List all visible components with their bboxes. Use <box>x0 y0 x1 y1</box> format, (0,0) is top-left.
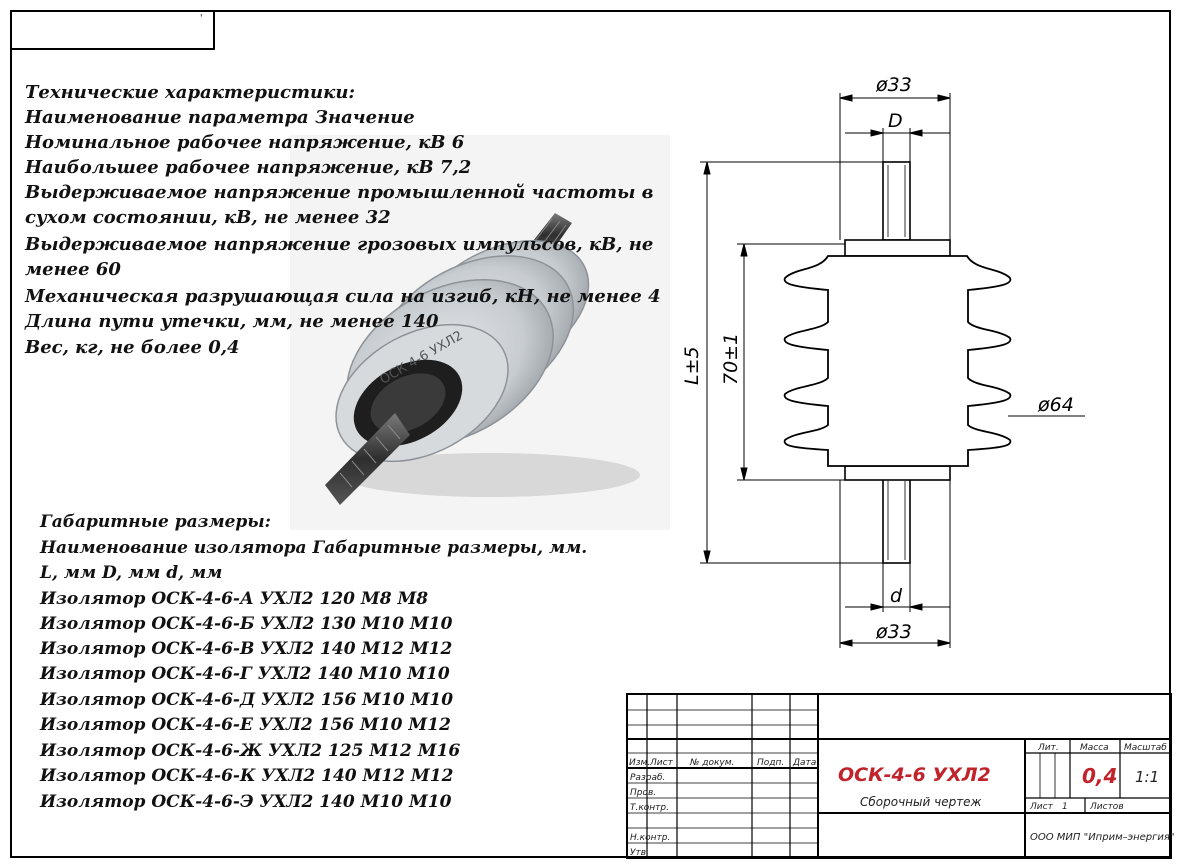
tb-sheet-number: 1 <box>1062 802 1068 812</box>
top-stud <box>882 161 911 241</box>
tb-col-date: Дата <box>792 758 816 768</box>
tb-row-utv: Утв. <box>630 848 649 858</box>
drawing-frame <box>10 10 1171 858</box>
dim-thread-top-label: D <box>888 110 903 132</box>
porcelain-sheds <box>335 239 590 463</box>
tb-organization: ООО МИП "Иприм–энергия" <box>1030 832 1175 843</box>
insulator-photo: ОСК 4-6 УХЛ2 <box>290 135 670 530</box>
dims-columns: L, мм D, мм d, мм <box>40 563 223 583</box>
tb-mass-header: Масса <box>1080 743 1109 753</box>
tb-scale-header: Масштаб <box>1124 743 1167 753</box>
tb-row-prov: Пров. <box>630 788 656 798</box>
dims-row: Изолятор ОСК-4-6-Ж УХЛ2 125 М12 М16 <box>40 741 461 761</box>
tb-sheet-label: Лист <box>1029 802 1054 812</box>
dims-row: Изолятор ОСК-4-6-Е УХЛ2 156 М10 М12 <box>40 715 451 735</box>
spec-line: сухом состоянии, кВ, не менее 32 <box>25 207 391 228</box>
title-block <box>626 693 1172 859</box>
spec-line: Вес, кг, не более 0,4 <box>25 337 240 358</box>
corner-stamp-mark: ' <box>200 14 203 24</box>
tb-designation: ОСК-4-6 УХЛ2 <box>838 764 991 786</box>
spec-line: менее 60 <box>25 259 121 280</box>
dims-row: Изолятор ОСК-4-6-В УХЛ2 140 М12 М12 <box>40 639 453 659</box>
spec-line: Номинальное рабочее напряжение, кВ 6 <box>25 132 465 153</box>
dims-row: Изолятор ОСК-4-6-Э УХЛ2 140 М10 М10 <box>40 792 452 812</box>
spec-line: Механическая разрушающая сила на изгиб, … <box>25 286 661 307</box>
corner-stamp-box: ' <box>10 10 215 50</box>
spec-line: Выдерживаемое напряжение грозовых импуль… <box>25 234 654 255</box>
tb-mass-value: 0,4 <box>1082 764 1117 788</box>
dim-bottom-diameter-label: ø33 <box>875 621 912 643</box>
dims-row: Изолятор ОСК-4-6-К УХЛ2 140 М12 М12 <box>40 766 454 786</box>
dims-heading: Габаритные размеры: <box>40 512 271 532</box>
bottom-stud <box>882 477 911 564</box>
tb-row-tkontr: Т.контр. <box>630 803 669 813</box>
tb-col-list: Лист <box>649 758 674 768</box>
top-cap <box>844 239 951 257</box>
photo-shadow <box>340 453 640 497</box>
tb-sheets-label: Листов <box>1089 802 1124 812</box>
dim-shed-diameter-label: ø64 <box>1037 394 1074 416</box>
spec-line: Выдерживаемое напряжение промышленной ча… <box>25 182 654 203</box>
bottom-threaded-rod <box>325 413 410 505</box>
tb-col-sign: Подп. <box>757 758 784 768</box>
tb-row-nkontr: Н.контр. <box>630 833 670 843</box>
dim-length-label: L±5 <box>681 346 703 385</box>
dim-top-diameter-label: ø33 <box>875 74 912 96</box>
specs-heading: Технические характеристики: <box>25 82 356 103</box>
dim-body-label: 70±1 <box>720 333 742 385</box>
dims-row: Изолятор ОСК-4-6-Б УХЛ2 130 М10 М10 <box>40 614 453 634</box>
insulator-body-outline <box>783 255 1012 467</box>
tb-col-izm: Изм. <box>629 758 650 768</box>
dims-table-header: Наименование изолятора Габаритные размер… <box>40 538 588 558</box>
tb-row-razrab: Разраб. <box>630 773 665 783</box>
dims-row: Изолятор ОСК-4-6-А УХЛ2 120 М8 М8 <box>40 589 429 609</box>
dims-row: Изолятор ОСК-4-6-Г УХЛ2 140 М10 М10 <box>40 664 450 684</box>
specs-table-header: Наименование параметра Значение <box>25 107 415 128</box>
bottom-cap <box>844 465 951 481</box>
dim-thread-bottom-label: d <box>890 585 903 607</box>
tb-doc-type: Сборочный чертеж <box>860 795 982 809</box>
spec-line: Длина пути утечки, мм, не менее 140 <box>25 311 439 332</box>
tb-scale-value: 1:1 <box>1135 768 1159 786</box>
tb-lit-header: Лит. <box>1037 743 1059 753</box>
tb-col-doc: № докум. <box>689 758 734 768</box>
spec-line: Наибольшее рабочее напряжение, кВ 7,2 <box>25 157 472 178</box>
dims-row: Изолятор ОСК-4-6-Д УХЛ2 156 М10 М10 <box>40 690 454 710</box>
